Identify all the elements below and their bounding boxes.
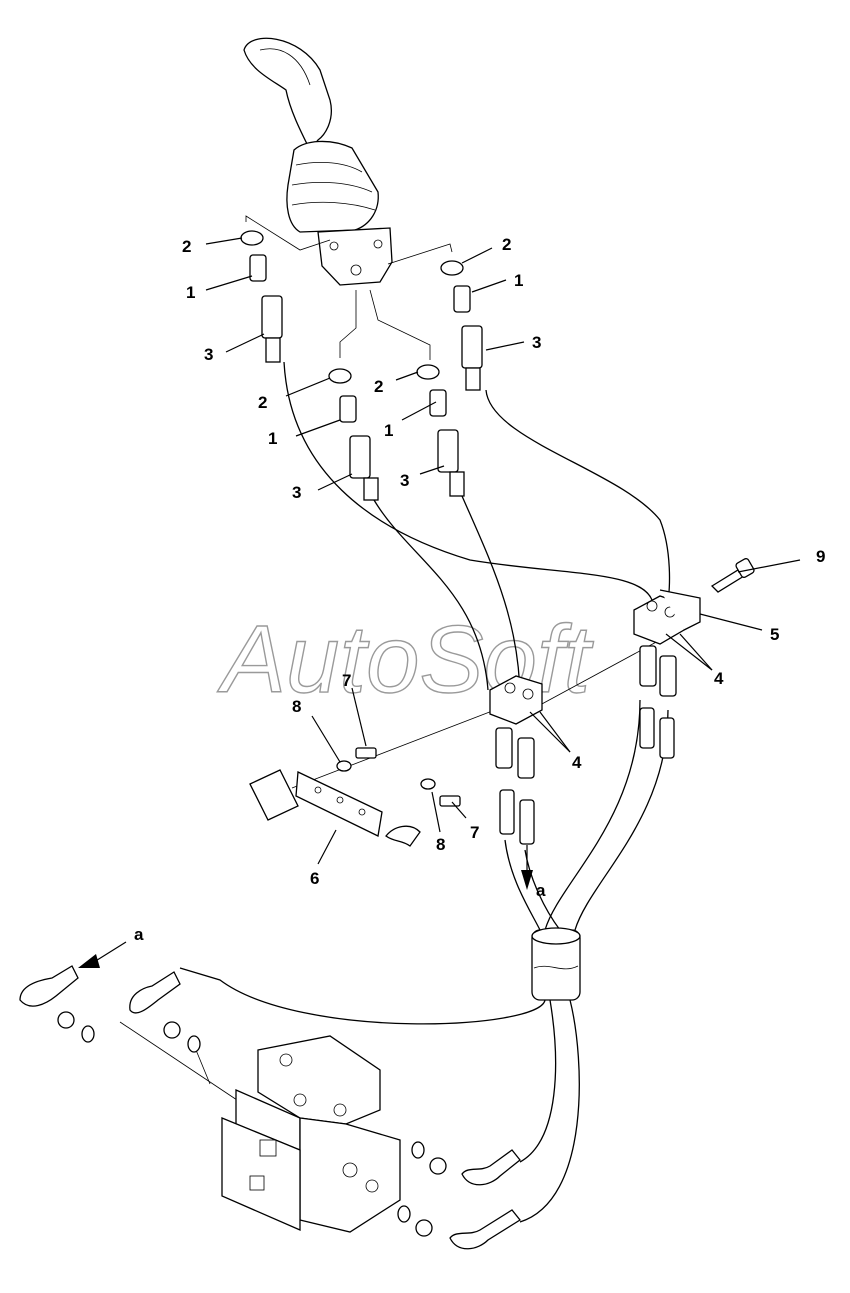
screw-upper: [336, 747, 377, 772]
callout-2-right-top: 2: [502, 235, 511, 254]
callout-1-right-mid: 1: [384, 421, 393, 440]
callout-a-down: a: [536, 881, 546, 900]
callout-2-left-top: 2: [182, 237, 191, 256]
fitting-set-right-mid: [416, 364, 465, 497]
callout-2-left-mid: 2: [258, 393, 267, 412]
callout-8-lower: 8: [436, 835, 445, 854]
callout-1-left-mid: 1: [268, 429, 277, 448]
callout-3-right-top: 3: [532, 333, 541, 352]
callout-7-upper: 7: [342, 671, 351, 690]
bolt: [710, 558, 755, 593]
hoses: [179, 361, 671, 1223]
callout-9: 9: [816, 547, 825, 566]
leader-lines: [205, 237, 801, 865]
hose-sleeve: [531, 927, 581, 1001]
control-valve: [221, 1035, 401, 1233]
fitting-set-left-mid: [328, 368, 379, 501]
callout-1-right-top: 1: [514, 271, 523, 290]
callout-3-left-top: 3: [204, 345, 213, 364]
bracket-plate: [249, 769, 421, 847]
clamp-block-right: [633, 589, 701, 759]
direction-arrow-left: [78, 941, 127, 968]
fitting-set-right-top: [440, 260, 483, 391]
joystick-assembly: [243, 37, 393, 286]
callout-a-left: a: [134, 925, 144, 944]
callout-4-left: 4: [572, 753, 582, 772]
elbow-fittings-right: [397, 1141, 521, 1250]
callout-4-right: 4: [714, 669, 724, 688]
fitting-set-left-top: [240, 230, 283, 363]
callout-7-lower: 7: [470, 823, 479, 842]
callout-3-left-mid: 3: [292, 483, 301, 502]
elbow-fittings-left: [19, 965, 201, 1053]
callout-8-upper: 8: [292, 697, 301, 716]
callout-2-right-mid: 2: [374, 377, 383, 396]
callout-3-right-mid: 3: [400, 471, 409, 490]
screw-lower: [420, 778, 461, 807]
callouts: 2 1 3 2 1 3 2 1 3 2 1 3 9 5 4 4 7 8 8 7 …: [134, 235, 825, 944]
callout-1-left-top: 1: [186, 283, 195, 302]
callout-6: 6: [310, 869, 319, 888]
clamp-block-left: [489, 675, 543, 845]
direction-arrow-down: [521, 845, 533, 890]
callout-5: 5: [770, 625, 779, 644]
